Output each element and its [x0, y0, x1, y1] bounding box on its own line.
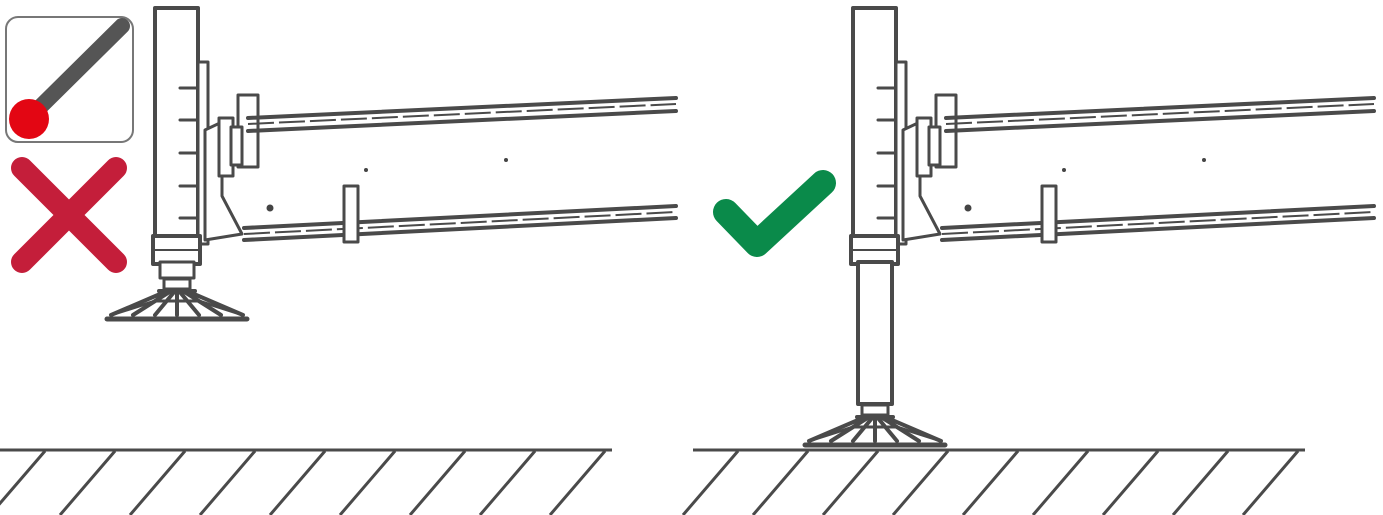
scaffold-unit-right [849, 6, 1376, 266]
foot-extended [805, 260, 945, 445]
check-icon [713, 170, 836, 257]
panel-incorrect [0, 6, 678, 515]
panel-correct [681, 6, 1376, 515]
foot-retracted [107, 260, 247, 319]
cross-icon [11, 157, 127, 273]
ground-hatch-left [0, 448, 614, 515]
lever-handle-icon [5, 16, 134, 143]
scaffold-unit-left [151, 6, 678, 266]
ground-hatch-right [681, 448, 1307, 515]
